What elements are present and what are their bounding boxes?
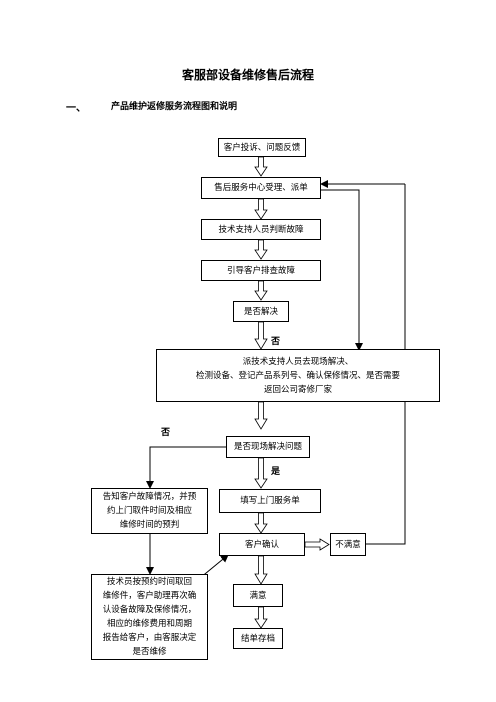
pickup-line-3: 认设备故障及保修情况，: [102, 605, 197, 615]
archive-text: 结单存档: [240, 633, 275, 644]
tech-judge-box: 技术支持人员判断故障: [201, 219, 321, 240]
pickup-box: 技术员按预约时间取回 维修件，客户助理再次确 认设备故障及保修情况， 相应的维修…: [91, 574, 208, 660]
guide-check-box: 引导客户排查故障: [201, 260, 321, 281]
section-heading: 产品维护返修服务流程图和说明: [111, 102, 238, 112]
block-arrow-11: [304, 538, 330, 551]
notify-box: 告知客户故障情况，并预 约上门取件时间及相应 维修时间的预判: [91, 488, 208, 534]
satisfied-box: 满意: [233, 584, 283, 607]
block-arrow-6: [254, 401, 268, 430]
service-center-text: 售后服务中心受理、派单: [214, 183, 308, 193]
yes-label: 是: [271, 467, 281, 477]
unsatisfied-box: 不满意: [330, 533, 366, 556]
resolved-text: 是否解决: [243, 306, 278, 317]
block-arrow-1: [254, 156, 268, 177]
no-label-2: 否: [161, 428, 171, 438]
block-arrow-7: [254, 457, 268, 489]
dispatch-line-3: 返回公司寄修厂家: [263, 384, 332, 395]
block-arrow-9: [254, 555, 268, 585]
resolved-box: 是否解决: [233, 301, 289, 322]
fill-form-box: 填写上门服务单: [219, 489, 321, 513]
page-title: 客服部设备维修售后流程: [181, 68, 314, 82]
tech-judge-text: 技术支持人员判断故障: [218, 224, 304, 235]
dispatch-line-1: 派技术支持人员去现场解决、: [242, 356, 354, 367]
satisfied-text: 满意: [249, 590, 267, 601]
block-arrow-3: [254, 239, 268, 260]
pickup-line-6: 是否维修: [132, 647, 167, 657]
section-number: 一、: [66, 103, 86, 114]
block-arrow-5: [254, 321, 268, 350]
fill-form-text: 填写上门服务单: [240, 496, 300, 506]
onsite-resolved-text: 是否现场解决问题: [233, 442, 302, 452]
pickup-line-1: 技术员按预约时间取回: [106, 577, 192, 587]
pickup-line-2: 维修件，客户助理再次确: [102, 591, 197, 601]
complaint-text: 客户投诉、问题反馈: [223, 142, 301, 153]
dispatch-feed-line: [321, 189, 363, 351]
dispatch-box: 派技术支持人员去现场解决、 检测设备、登记产品系列号、确认保修情况、是否需要 返…: [156, 349, 440, 402]
complaint-box: 客户投诉、问题反馈: [218, 138, 306, 157]
loop-back-line: [366, 184, 406, 545]
notify-line-3: 维修时间的预判: [119, 520, 180, 530]
no-branch-line: [146, 446, 226, 489]
onsite-resolved-box: 是否现场解决问题: [226, 436, 310, 458]
notify-line-1: 告知客户故障情况，并预: [102, 492, 197, 502]
customer-confirm-box: 客户确认: [219, 533, 305, 556]
block-arrow-10: [254, 606, 268, 629]
customer-confirm-text: 客户确认: [244, 539, 279, 550]
pickup-line-5: 报告给客户，由客服决定: [102, 633, 197, 643]
block-arrow-2: [254, 198, 268, 220]
dispatch-line-2: 检测设备、登记产品系列号、确认保修情况、是否需要: [195, 370, 400, 381]
service-center-box: 售后服务中心受理、派单: [201, 177, 321, 199]
archive-box: 结单存档: [233, 628, 283, 649]
no-label-1: 否: [271, 337, 281, 347]
guide-check-text: 引导客户排查故障: [226, 265, 295, 276]
pickup-line-4: 相应的维修费用和周期: [106, 619, 192, 629]
block-arrow-4: [254, 280, 268, 301]
unsatisfied-text: 不满意: [335, 539, 361, 550]
block-arrow-8: [254, 512, 268, 534]
notify-line-2: 约上门取件时间及相应: [106, 506, 192, 516]
